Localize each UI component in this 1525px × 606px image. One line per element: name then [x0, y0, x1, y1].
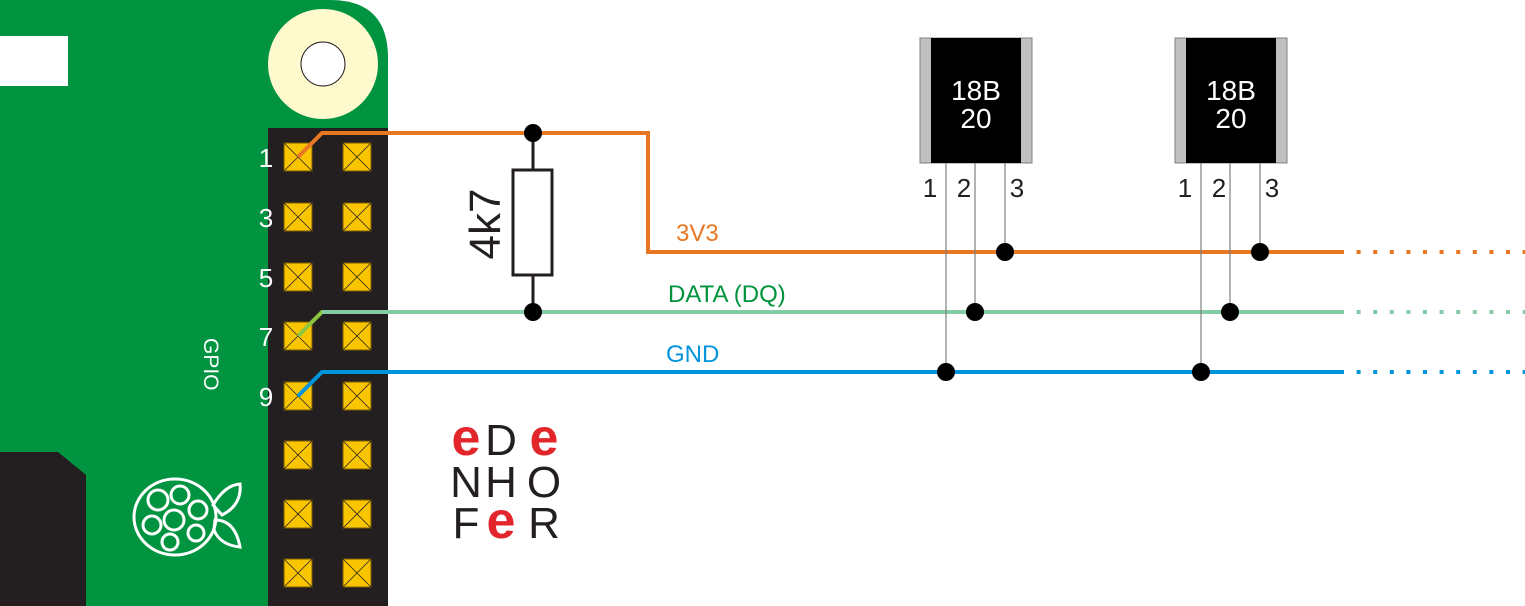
wire-3v3 [296, 131, 1340, 254]
bus-label-3v3: 3V3 [676, 220, 719, 247]
sensor-label-line2: 20 [1215, 103, 1246, 134]
gpio-pin [342, 202, 372, 232]
wire-gnd [296, 370, 1340, 398]
logo-letter: O [527, 458, 561, 507]
logo-letter: e [487, 492, 516, 550]
bus-label-gnd: GND [666, 341, 719, 368]
pin-number: 9 [259, 382, 273, 412]
gpio-pin [283, 202, 313, 232]
pullup-resistor: 4k7 [461, 124, 554, 321]
sensor-body [931, 38, 1021, 163]
gpio-pin [342, 381, 372, 411]
gpio-pin [342, 558, 372, 588]
pin-number: 3 [259, 203, 273, 233]
gpio-pin-numbers: 1 3 5 7 9 [259, 143, 273, 412]
gpio-header [268, 128, 388, 606]
resistor-value: 4k7 [461, 189, 510, 260]
gpio-pin [283, 499, 313, 529]
gpio-pins [283, 142, 372, 588]
logo-letter: D [485, 416, 517, 465]
raspberry-pi-logo-icon [132, 477, 242, 557]
bus-label-data: DATA (DQ) [668, 281, 786, 308]
sensor-pin-number: 2 [957, 173, 971, 203]
junction-dot [996, 243, 1014, 261]
gpio-pin [283, 558, 313, 588]
resistor-body [511, 168, 554, 277]
logo-letter: F [453, 499, 480, 548]
mounting-hole [268, 9, 378, 119]
sensor-label-line1: 18B [1206, 75, 1256, 106]
gpio-pin [283, 262, 313, 292]
pin-number: 5 [259, 263, 273, 293]
pin-number: 7 [259, 322, 273, 352]
sensor-pin-number: 1 [923, 173, 937, 203]
sensor-label-line2: 20 [960, 103, 991, 134]
logo-letter: H [485, 458, 517, 507]
sensor-body [1186, 38, 1276, 163]
pin-number: 1 [259, 143, 273, 173]
logo-letter: e [452, 409, 481, 467]
gpio-pin [342, 262, 372, 292]
junction-dot [1192, 363, 1210, 381]
sensor-pin-number: 1 [1178, 173, 1192, 203]
logo-letter: e [530, 409, 559, 467]
junction-dot [1221, 303, 1239, 321]
logo-letter: N [450, 458, 482, 507]
gpio-pin [342, 499, 372, 529]
sensor-pin-number: 2 [1212, 173, 1226, 203]
wires [296, 131, 1525, 398]
board-cutout [0, 36, 68, 86]
logo-letter: R [528, 499, 560, 548]
usb-connector [0, 452, 86, 606]
junction-dot [937, 363, 955, 381]
sensor-label-line1: 18B [951, 75, 1001, 106]
gpio-label: GPIO [199, 338, 222, 391]
junction-dot [524, 124, 542, 142]
sensor-pin-number: 3 [1010, 173, 1024, 203]
gpio-pin [342, 440, 372, 470]
sensor-pin-number: 3 [1265, 173, 1279, 203]
junction-dot [1251, 243, 1269, 261]
gpio-pin [283, 440, 313, 470]
junction-dot [524, 303, 542, 321]
gpio-pin [342, 321, 372, 351]
junction-dot [966, 303, 984, 321]
gpio-pin [342, 142, 372, 172]
